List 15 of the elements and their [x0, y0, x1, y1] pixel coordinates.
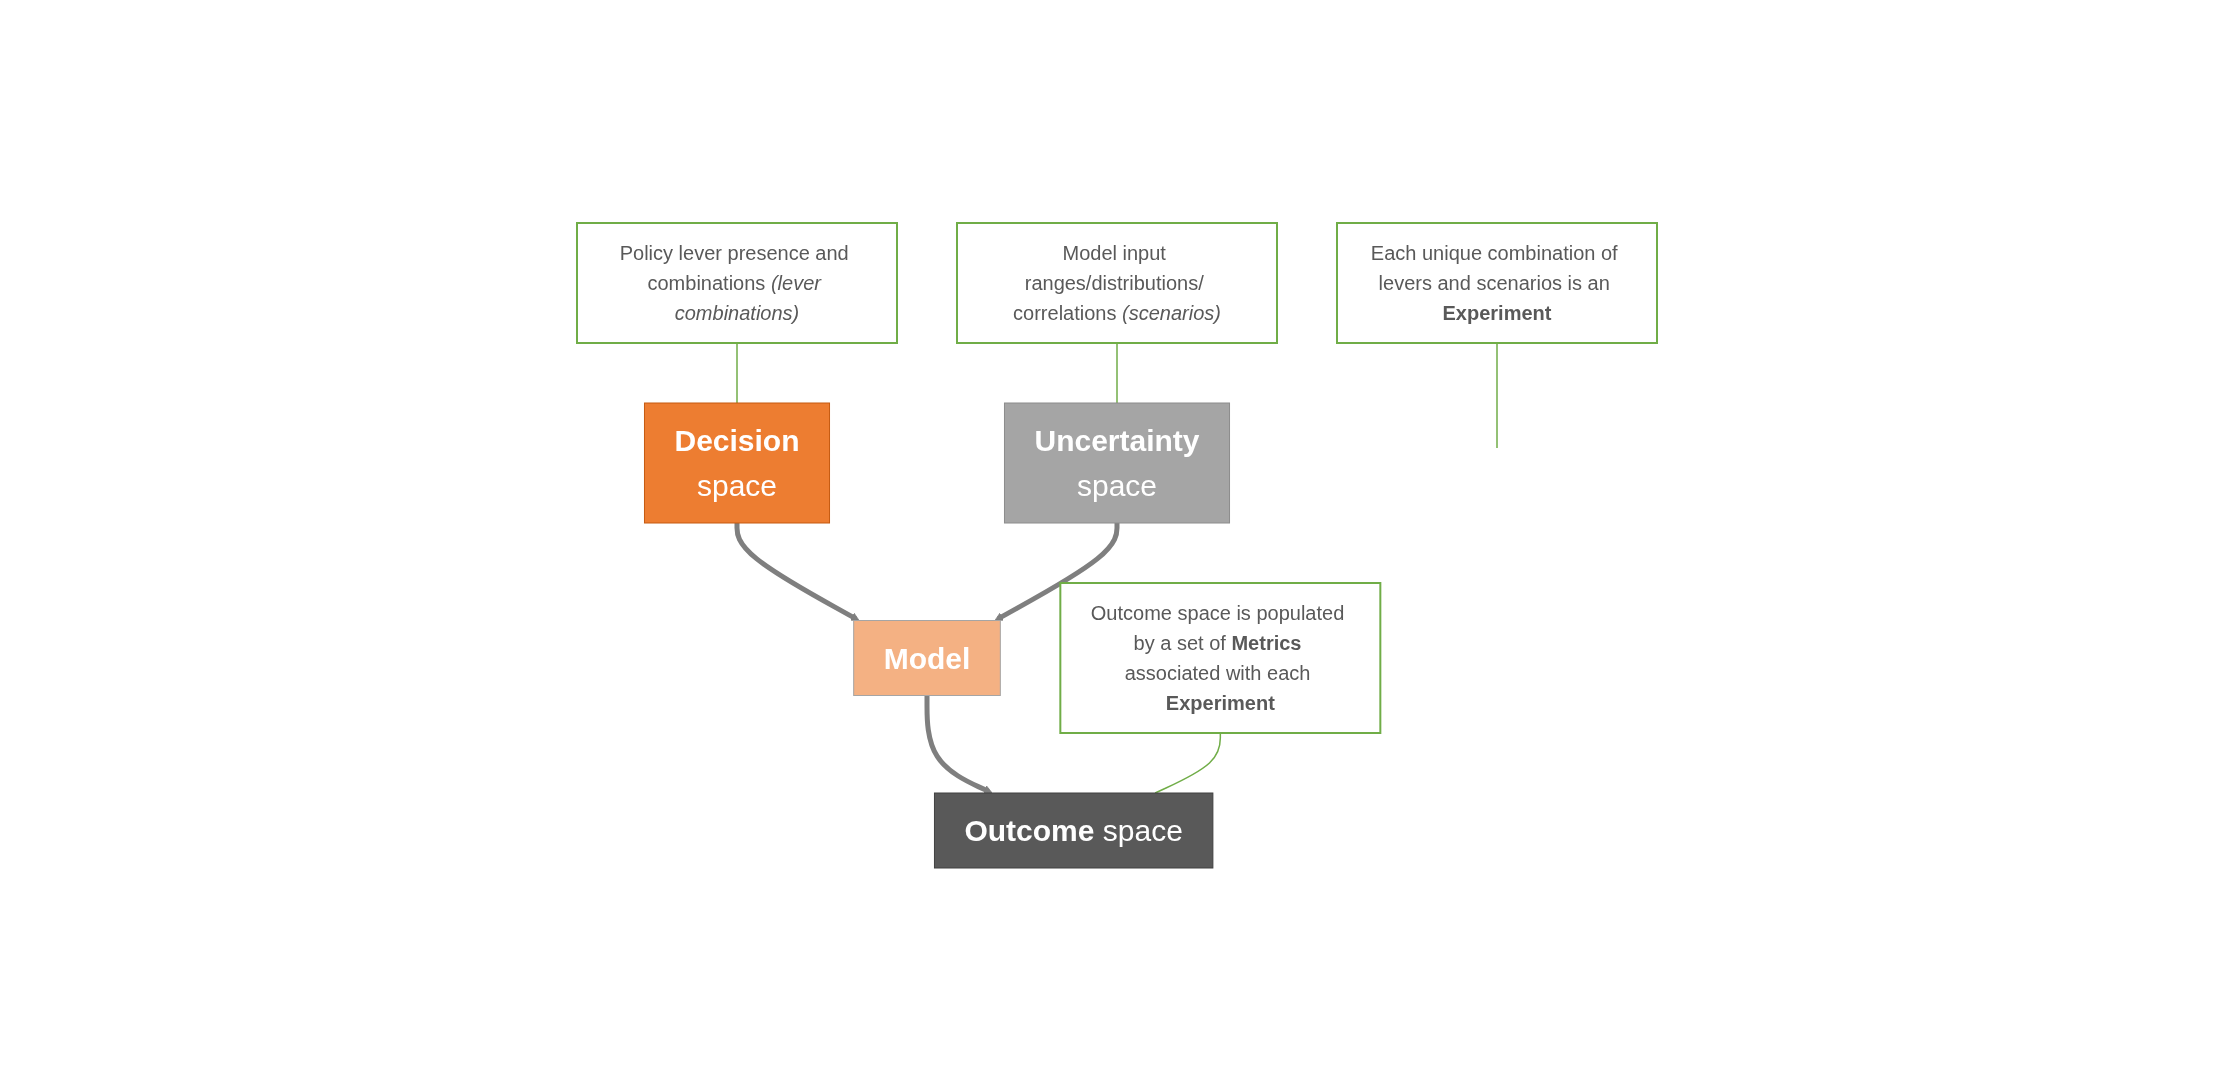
connector: [1496, 342, 1498, 449]
node-box: Outcome space is populated by a set of Metrics associated with each Experiment: [1059, 582, 1382, 734]
arrow: [994, 523, 1120, 621]
connector: [1154, 732, 1222, 794]
node-box: Decision space: [644, 402, 830, 524]
node-box: Model input ranges/distributions/ correlations (scenarios): [956, 222, 1278, 344]
node-box: Model: [853, 620, 1001, 696]
node-box: Policy lever presence and combinations (lever combinations): [576, 222, 898, 344]
node-box: Each unique combination of levers and scenarios is an Experiment: [1336, 222, 1658, 344]
arrow: [734, 523, 860, 621]
arrow: [924, 695, 993, 794]
connector: [1116, 342, 1118, 404]
node-box: Outcome space: [933, 792, 1214, 869]
connector: [736, 342, 738, 404]
node-box: Uncertainty space: [1004, 402, 1230, 524]
